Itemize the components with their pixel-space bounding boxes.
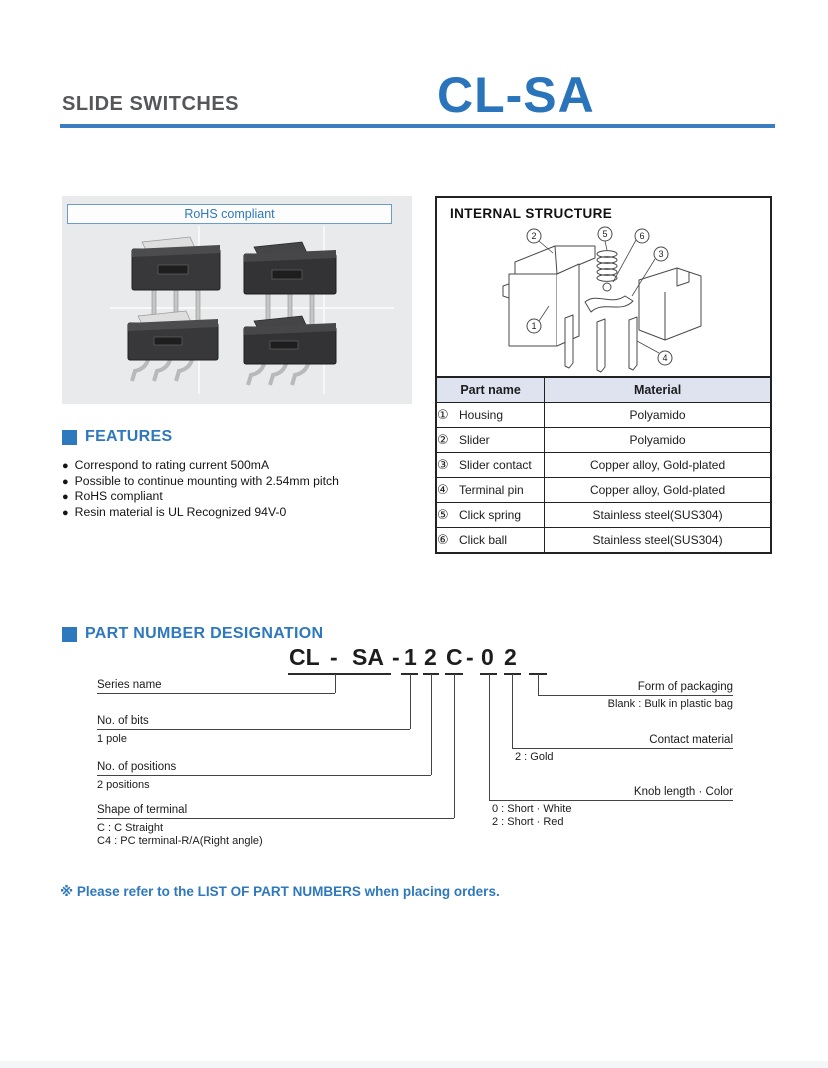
product-photos-illustration [110, 226, 394, 394]
part-name: Housing [459, 408, 504, 422]
note-c-straight: C : C Straight [97, 822, 164, 834]
features-title: FEATURES [85, 428, 173, 445]
product-photo-panel: RoHS compliant [62, 196, 412, 404]
note-0-short-white: 0 : Short · White [492, 803, 572, 815]
material-value: Polyamido [544, 427, 772, 453]
label-series-name: Series name [97, 679, 162, 691]
switch-photo-straight-white [131, 236, 221, 327]
header-rule [60, 124, 775, 128]
label-form-of-packaging: Form of packaging [637, 681, 733, 693]
callout-5: 5 [602, 229, 607, 239]
part-num: ③ [437, 457, 449, 472]
code-seg-hyphen: - [330, 644, 338, 670]
part-name: Terminal pin [459, 483, 524, 497]
part-num: ⑥ [437, 532, 449, 547]
bottom-strip [0, 1061, 828, 1068]
part-num: ⑤ [437, 507, 449, 522]
bullet-icon: ● [62, 460, 69, 472]
part-number-title: PART NUMBER DESIGNATION [85, 625, 324, 642]
label-contact-material: Contact material [649, 734, 733, 746]
code-seg-contact: 2 [504, 644, 517, 670]
part-name: Click spring [459, 508, 522, 522]
code-seg-series-cl: CL [289, 644, 320, 670]
rule-no-of-bits [97, 729, 410, 730]
rule-series-name [97, 693, 335, 694]
internal-structure-diagram: 2 5 6 3 1 4 [502, 226, 702, 373]
code-seg-positions: 2 [424, 644, 437, 670]
note-2-short-red: 2 : Short · Red [492, 816, 564, 828]
material-value: Stainless steel(SUS304) [544, 502, 772, 528]
series-title: CL-SA [437, 67, 595, 123]
material-value: Copper alloy, Gold-plated [544, 477, 772, 503]
rule-form-of-packaging [538, 695, 733, 696]
features-list: ●Correspond to rating current 500mA ●Pos… [62, 458, 339, 520]
part-name: Slider [459, 433, 490, 447]
internal-structure-title: INTERNAL STRUCTURE [450, 206, 613, 221]
col-material: Material [544, 376, 772, 403]
code-seg-hyphen: - [466, 644, 474, 670]
label-shape-of-terminal: Shape of terminal [97, 804, 188, 816]
bullet-icon: ● [62, 475, 69, 488]
section-square-icon [62, 429, 77, 445]
feature-item: ●Possible to continue mounting with 2.54… [62, 473, 339, 488]
feature-item: ●Resin material is UL Recognized 94V-0 [62, 504, 287, 519]
rule-knob-length-color [489, 800, 733, 801]
rule-shape-of-terminal [97, 818, 454, 819]
table-row: ① Housing Polyamido [435, 402, 772, 428]
part-num: ① [437, 407, 449, 422]
label-knob-length-color: Knob length · Color [633, 786, 733, 798]
page-category-title: SLIDE SWITCHES [62, 93, 240, 115]
note-2-gold: 2 : Gold [515, 751, 554, 763]
internal-structure-box: INTERNAL STRUCTURE [435, 196, 772, 378]
part-num: ④ [437, 482, 449, 497]
note-1-pole: 1 pole [97, 733, 127, 745]
callout-6: 6 [639, 231, 644, 241]
table-row: ② Slider Polyamido [435, 427, 772, 453]
switch-photo-angle-white [127, 310, 219, 382]
callout-1: 1 [531, 321, 536, 331]
bullet-icon: ● [62, 506, 69, 519]
code-seg-knob: 0 [481, 644, 494, 670]
callout-2: 2 [531, 231, 536, 241]
part-name: Click ball [459, 533, 508, 547]
table-row: ③ Slider contact Copper alloy, Gold-plate… [435, 452, 772, 478]
table-row: ④ Terminal pin Copper alloy, Gold-plated [435, 477, 772, 503]
note-2-positions: 2 positions [97, 779, 150, 791]
code-seg-series-sa: SA [352, 644, 384, 670]
table-header-row: Part name Material [435, 376, 772, 403]
ordering-footnote: ※ Please refer to the LIST OF PART NUMBE… [60, 884, 500, 899]
switch-photo-straight-black [243, 241, 337, 331]
note-bulk-plastic-bag: Blank : Bulk in plastic bag [607, 698, 733, 710]
table-row: ⑥ Click ball Stainless steel(SUS304) [435, 527, 772, 554]
section-square-icon [62, 626, 77, 642]
switch-photo-angle-black [243, 315, 337, 386]
material-value: Copper alloy, Gold-plated [544, 452, 772, 478]
code-seg-bits: 1 [404, 644, 417, 670]
label-no-of-positions: No. of positions [97, 761, 177, 773]
code-seg-terminal: C [446, 644, 463, 670]
part-num: ② [437, 432, 449, 447]
note-c4-right-angle: C4 : PC terminal-R/A(Right angle) [97, 835, 263, 847]
material-value: Polyamido [544, 402, 772, 428]
bullet-icon: ● [62, 491, 69, 504]
col-part-name: Part name [435, 376, 546, 403]
part-number-heading: PART NUMBER DESIGNATION [62, 625, 323, 643]
material-value: Stainless steel(SUS304) [544, 527, 772, 554]
rule-no-of-positions [97, 775, 431, 776]
part-name: Slider contact [459, 458, 532, 472]
table-row: ⑤ Click spring Stainless steel(SUS304) [435, 502, 772, 528]
features-heading: FEATURES [62, 428, 172, 446]
rohs-compliant-badge: RoHS compliant [67, 204, 392, 224]
feature-item: ●RoHS compliant [62, 489, 163, 504]
rule-contact-material [512, 748, 733, 749]
callout-4: 4 [662, 353, 667, 363]
label-no-of-bits: No. of bits [97, 715, 149, 727]
code-seg-hyphen: - [392, 644, 400, 670]
callout-3: 3 [658, 249, 663, 259]
feature-item: ●Correspond to rating current 500mA [62, 458, 270, 472]
